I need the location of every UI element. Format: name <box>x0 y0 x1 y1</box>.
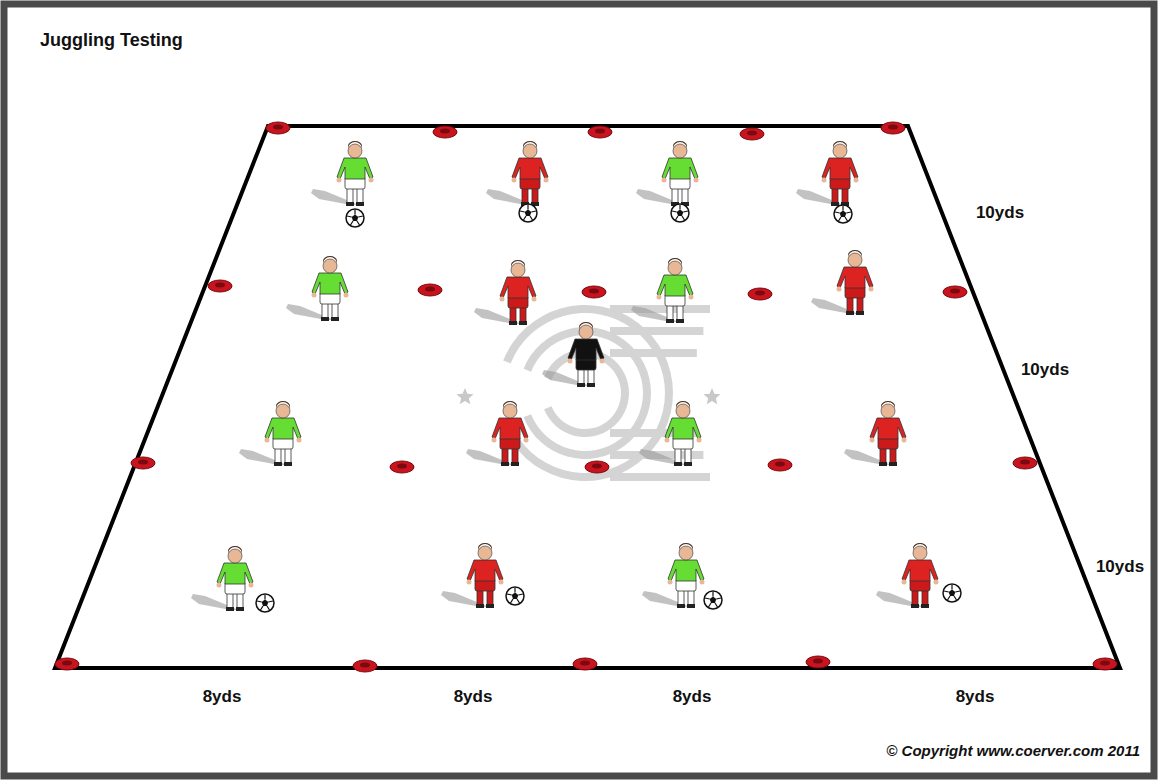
cone <box>1013 457 1037 469</box>
logo-arc <box>524 327 651 459</box>
player-figure <box>466 401 529 466</box>
soccer-ball <box>704 591 722 609</box>
player-figure <box>486 141 549 206</box>
logo-star <box>456 388 473 404</box>
frame-border <box>4 4 1154 776</box>
player-figure <box>474 260 537 325</box>
cone <box>881 122 905 134</box>
cone <box>806 656 830 668</box>
soccer-ball <box>256 594 274 612</box>
logo-arc <box>544 349 629 437</box>
dimension-label: 8yds <box>673 687 712 707</box>
player-figure <box>311 141 374 206</box>
logo-bar <box>610 305 710 313</box>
dimension-label: 8yds <box>454 687 493 707</box>
logo-bar <box>610 473 710 481</box>
soccer-ball <box>671 204 689 222</box>
cone <box>55 658 79 670</box>
cone <box>131 457 155 469</box>
cone <box>585 461 609 473</box>
soccer-ball <box>943 584 961 602</box>
cone <box>768 459 792 471</box>
players <box>191 141 961 612</box>
cone <box>390 461 414 473</box>
cone <box>353 660 377 672</box>
player-figure <box>876 543 939 608</box>
player-figure <box>631 258 694 323</box>
cone <box>588 126 612 138</box>
player-figure <box>286 256 349 321</box>
cone <box>943 286 967 298</box>
player-figure <box>639 401 702 466</box>
soccer-ball <box>834 205 852 223</box>
logo-bar <box>610 327 703 335</box>
player-figure <box>796 141 859 206</box>
dimension-label: 10yds <box>1021 360 1069 380</box>
logo-watermark <box>456 305 720 481</box>
logo-bar <box>610 349 697 357</box>
soccer-ball <box>519 204 537 222</box>
player-figure <box>542 322 605 387</box>
dimension-label: 8yds <box>203 687 242 707</box>
pitch-outline <box>55 126 1120 668</box>
cone <box>1093 658 1117 670</box>
cone <box>208 280 232 292</box>
player-figure <box>191 546 254 611</box>
player-figure <box>441 543 504 608</box>
cone <box>740 128 764 140</box>
copyright-note: © Copyright www.coerver.com 2011 <box>886 742 1140 759</box>
player-figure <box>239 401 302 466</box>
cone <box>418 284 442 296</box>
player-figure <box>811 250 874 315</box>
dimension-label: 10yds <box>976 203 1024 223</box>
player-figure <box>636 141 699 206</box>
cone <box>748 288 772 300</box>
player-figure <box>844 401 907 466</box>
logo-star <box>703 388 720 404</box>
drill-title: Juggling Testing <box>40 30 183 51</box>
cone <box>573 658 597 670</box>
dimension-label: 10yds <box>1096 557 1144 577</box>
cones <box>55 122 1117 672</box>
dimension-label: 8yds <box>956 687 995 707</box>
soccer-ball <box>346 209 364 227</box>
player-figure <box>642 543 705 608</box>
cone <box>433 126 457 138</box>
cone <box>266 122 290 134</box>
soccer-ball <box>506 587 524 605</box>
cone <box>582 286 606 298</box>
